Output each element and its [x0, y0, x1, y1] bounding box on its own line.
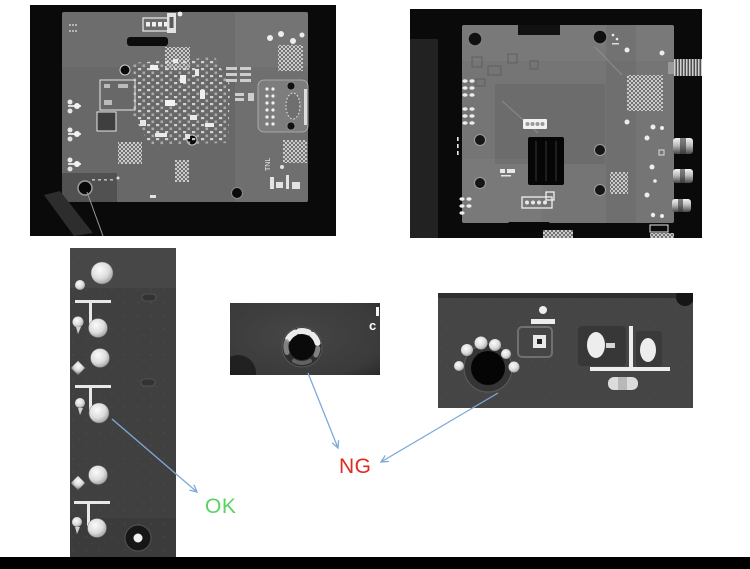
photo-solder-strip-ok	[70, 248, 176, 557]
fixture-arm	[44, 191, 93, 236]
silkscreen-outlines	[96, 79, 136, 132]
corner-shadow	[230, 355, 256, 375]
photo-pcb-solder-side: TNL	[30, 5, 336, 236]
edge-solder-joints	[67, 24, 120, 181]
top-shadow	[438, 293, 693, 298]
footer-bar	[0, 557, 750, 569]
vga-connector	[257, 79, 309, 133]
smd-pads-cross	[578, 326, 670, 390]
right-side-pads	[624, 47, 665, 218]
grain	[70, 248, 176, 557]
small-solder-blobs	[70, 280, 86, 534]
photo-pcb-component-side	[410, 9, 702, 238]
solder-domes	[87, 261, 114, 538]
copper-traces	[74, 300, 111, 526]
photo-hole-closeup-ng-1: c	[230, 303, 380, 375]
corner-blob	[676, 293, 693, 306]
board-slot	[127, 37, 168, 46]
silkscreen-text-fragment: c	[369, 307, 379, 333]
screw-holes	[467, 29, 619, 47]
emi-shield-pads	[543, 75, 674, 238]
background-gradient	[410, 39, 438, 238]
board-slot	[508, 222, 550, 231]
unsoldered-hole	[454, 336, 520, 393]
svg-text:c: c	[369, 318, 376, 333]
top-connector-pads	[142, 11, 183, 33]
edge-pads-left	[457, 79, 475, 215]
silkscreen-square	[517, 306, 555, 358]
component-outlines	[471, 53, 539, 87]
rca-jacks	[672, 138, 693, 212]
smd-pad-cluster	[133, 57, 230, 145]
photo-hole-closeup-ng-2	[438, 293, 693, 408]
ng-label: NG	[339, 455, 372, 478]
white-connector-bottom	[521, 191, 555, 209]
small-label	[500, 169, 515, 177]
silkscreen-capsules	[140, 293, 157, 387]
ic-label-blocks	[226, 67, 254, 101]
rf-pads	[267, 31, 305, 44]
white-connector-mid	[523, 119, 547, 129]
coax-connector	[668, 59, 702, 76]
center-black-component	[528, 137, 564, 185]
capacitors	[474, 134, 606, 196]
bottom-right-components	[150, 165, 300, 198]
silkscreen-text-tnl: TNL	[265, 158, 272, 171]
unsoldered-hole	[281, 326, 323, 368]
probe-pin	[86, 191, 104, 236]
arrow-to-ng-from-center	[307, 372, 338, 448]
ok-label: OK	[205, 495, 237, 518]
pcb-board	[462, 25, 674, 223]
black-pad-with-via	[124, 524, 152, 552]
